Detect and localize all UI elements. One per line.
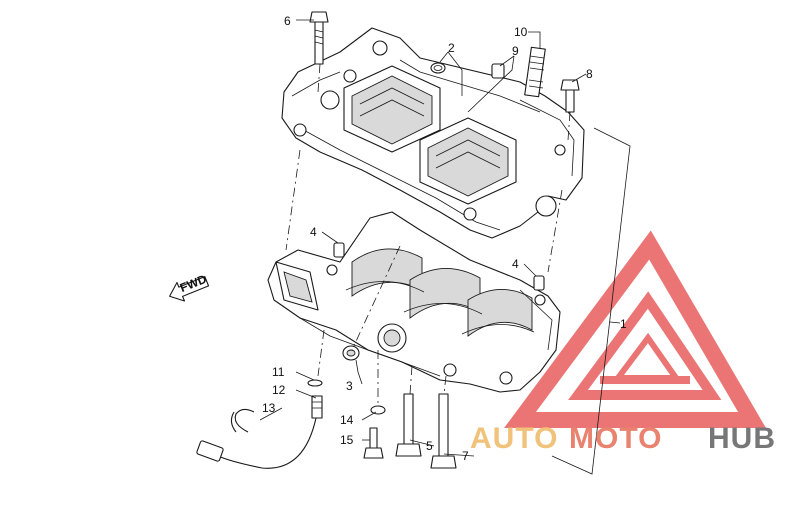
callout-9: 9 — [512, 44, 519, 58]
watermark-logo — [504, 230, 766, 428]
callout-6: 7 — [462, 449, 469, 463]
assembly-bracket — [551, 127, 631, 475]
callout-7: 6 — [284, 14, 291, 28]
callout-labels: 6 2 9 10 8 4 4 1 3 11 12 13 14 15 5 7 — [262, 14, 627, 463]
forward-arrow-icon — [169, 276, 210, 302]
callout-8: 8 — [586, 67, 593, 81]
bushing-3 — [342, 345, 360, 361]
bolt-6 — [430, 393, 457, 469]
watermark-text: AUTO MOTO HUB — [470, 422, 776, 455]
upper-crankcase — [281, 27, 585, 239]
bolt-15 — [363, 427, 384, 459]
callout-4b: 4 — [512, 257, 519, 271]
watermark-auto: AUTO — [470, 422, 558, 455]
assembly-lines — [285, 63, 571, 404]
sensor-12 — [311, 395, 323, 419]
callout-12: 12 — [272, 383, 286, 397]
callout-15: 15 — [340, 433, 354, 447]
bolt-7 — [309, 11, 329, 65]
callout-4a: 4 — [310, 225, 317, 239]
callout-leaders — [259, 19, 587, 457]
lower-crankcase — [267, 211, 561, 393]
bolt-8 — [560, 79, 580, 113]
dowel-4b — [533, 275, 545, 291]
washer-14 — [370, 405, 386, 415]
bolt-5 — [395, 393, 422, 457]
oring-2 — [430, 62, 446, 74]
clip-13 — [230, 408, 255, 433]
callout-14: 14 — [340, 413, 354, 427]
wire-harness — [196, 417, 317, 469]
callout-3: 3 — [346, 379, 353, 393]
watermark-hub: HUB — [708, 422, 776, 455]
callout-2: 2 — [448, 41, 455, 55]
callout-11: 11 — [272, 365, 285, 379]
dowel-9 — [491, 63, 505, 79]
callout-1: 1 — [620, 317, 627, 331]
oring-11 — [307, 379, 323, 387]
callout-10: 10 — [514, 25, 528, 39]
dowel-4a — [333, 242, 345, 258]
stud-10 — [524, 46, 546, 98]
callout-5: 5 — [426, 439, 433, 453]
watermark-moto: MOTO — [569, 422, 662, 455]
callout-13: 13 — [262, 401, 276, 415]
